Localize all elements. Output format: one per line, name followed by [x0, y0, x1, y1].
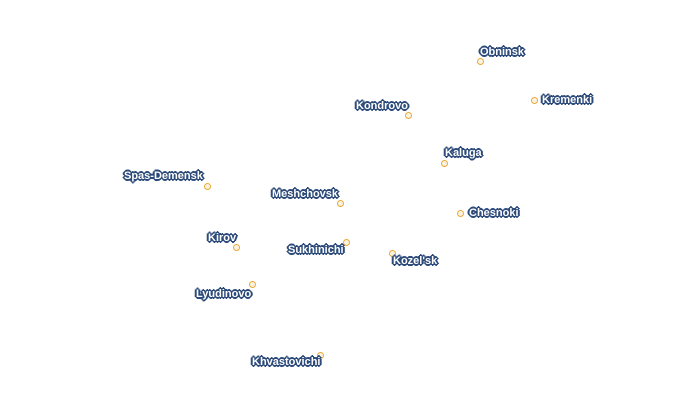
- city-label: Kondrovo: [356, 100, 408, 112]
- city-marker-icon[interactable]: [316, 351, 324, 359]
- city-marker-icon[interactable]: [404, 111, 412, 119]
- city-label: Spas-Demensk: [124, 170, 203, 182]
- city-marker-icon[interactable]: [530, 96, 538, 104]
- city-marker-icon[interactable]: [248, 280, 256, 288]
- city-marker-icon[interactable]: [440, 159, 448, 167]
- city-marker-icon[interactable]: [342, 238, 350, 246]
- city-label: Meshchovsk: [272, 188, 339, 200]
- city-marker-icon[interactable]: [476, 57, 484, 65]
- city-marker-icon[interactable]: [456, 209, 464, 217]
- city-label: Chesnoki: [469, 207, 519, 219]
- city-label: Sukhinichi: [288, 244, 344, 256]
- city-label: Kozel'sk: [393, 255, 438, 267]
- city-label: Kirov: [208, 232, 237, 244]
- city-label: Kaluga: [445, 147, 482, 159]
- city-marker-icon[interactable]: [336, 199, 344, 207]
- city-label: Lyudinovo: [196, 288, 252, 300]
- city-label: Kremenki: [542, 94, 593, 106]
- city-marker-icon[interactable]: [232, 243, 240, 251]
- city-marker-icon[interactable]: [388, 249, 396, 257]
- city-label: Obninsk: [480, 46, 525, 58]
- city-label: Khvastovichi: [252, 356, 321, 368]
- city-marker-icon[interactable]: [203, 182, 211, 190]
